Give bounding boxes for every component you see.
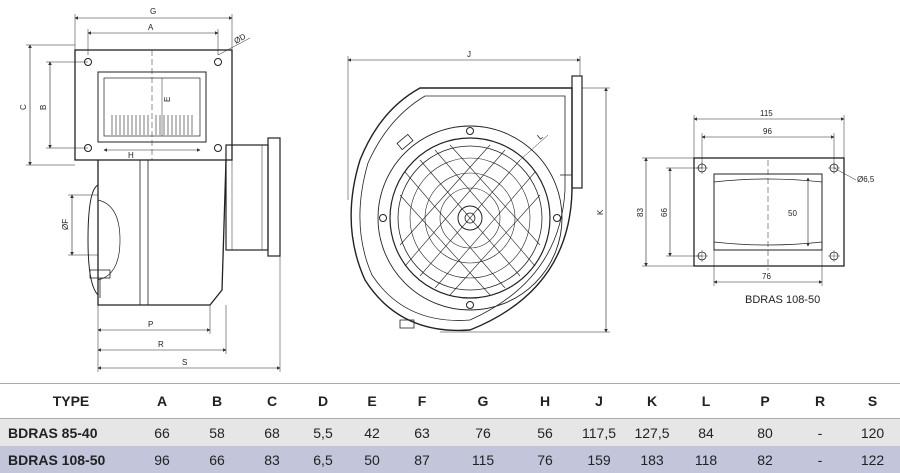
cell-type: BDRAS 108-50 bbox=[0, 446, 135, 473]
cell: 120 bbox=[845, 418, 900, 446]
header-f: F bbox=[397, 383, 447, 419]
dim-label-p: P bbox=[148, 320, 153, 329]
header-type: TYPE bbox=[0, 383, 135, 419]
header-p: P bbox=[735, 383, 795, 419]
dim-label-50: 50 bbox=[788, 209, 797, 218]
dim-label-115: 115 bbox=[760, 109, 773, 118]
cell: 76 bbox=[519, 446, 571, 473]
dim-label-76: 76 bbox=[762, 272, 771, 281]
header-l: L bbox=[677, 383, 735, 419]
front-view-labels: J K L bbox=[467, 50, 605, 215]
dim-label-h: H bbox=[128, 151, 134, 160]
dim-label-hole: Ø6,5 bbox=[857, 175, 875, 184]
header-j: J bbox=[571, 383, 627, 419]
cell: 80 bbox=[735, 418, 795, 446]
cell: 42 bbox=[347, 418, 397, 446]
cell: 115 bbox=[447, 446, 519, 473]
cell: 56 bbox=[519, 418, 571, 446]
flange-caption: BDRAS 108-50 bbox=[745, 294, 820, 306]
cell: 58 bbox=[189, 418, 245, 446]
cell: 118 bbox=[677, 446, 735, 473]
cell: 63 bbox=[397, 418, 447, 446]
cell: 122 bbox=[845, 446, 900, 473]
dim-label-l: L bbox=[536, 131, 546, 141]
cell: 117,5 bbox=[571, 418, 627, 446]
header-e: E bbox=[347, 383, 397, 419]
dim-label-g: G bbox=[150, 7, 156, 16]
table-row: BDRAS 108-50 96 66 83 6,5 50 87 115 76 1… bbox=[0, 446, 900, 473]
dim-label-k: K bbox=[596, 209, 605, 215]
specs-table: TYPE A B C D E F G H J K L P R S BDRAS 8… bbox=[0, 383, 900, 473]
table-row: BDRAS 85-40 66 58 68 5,5 42 63 76 56 117… bbox=[0, 418, 900, 446]
cell: 96 bbox=[135, 446, 189, 473]
cell: 83 bbox=[245, 446, 299, 473]
header-r: R bbox=[795, 383, 845, 419]
dim-label-f: ØF bbox=[61, 219, 70, 230]
header-g: G bbox=[447, 383, 519, 419]
dim-label-66: 66 bbox=[660, 208, 669, 217]
header-h: H bbox=[519, 383, 571, 419]
dim-label-r: R bbox=[158, 340, 164, 349]
header-a: A bbox=[135, 383, 189, 419]
cell: 87 bbox=[397, 446, 447, 473]
header-b: B bbox=[189, 383, 245, 419]
dim-label-s: S bbox=[182, 358, 187, 367]
cell: - bbox=[795, 446, 845, 473]
cell: 50 bbox=[347, 446, 397, 473]
front-view bbox=[347, 56, 610, 333]
cell: 159 bbox=[571, 446, 627, 473]
cell: 76 bbox=[447, 418, 519, 446]
cell: 82 bbox=[735, 446, 795, 473]
cell: 84 bbox=[677, 418, 735, 446]
side-view-labels: G A ØD C B E H ØF P R S bbox=[19, 7, 248, 367]
dim-label-83: 83 bbox=[636, 208, 645, 217]
cell: 66 bbox=[135, 418, 189, 446]
cell: - bbox=[795, 418, 845, 446]
header-k: K bbox=[627, 383, 677, 419]
cell: 127,5 bbox=[627, 418, 677, 446]
cell: 66 bbox=[189, 446, 245, 473]
dim-label-96: 96 bbox=[763, 127, 772, 136]
cell: 5,5 bbox=[299, 418, 347, 446]
dim-label-a: A bbox=[148, 23, 154, 32]
cell: 6,5 bbox=[299, 446, 347, 473]
dim-label-j: J bbox=[467, 50, 471, 59]
dim-label-d: ØD bbox=[233, 32, 248, 46]
cell: 68 bbox=[245, 418, 299, 446]
header-c: C bbox=[245, 383, 299, 419]
cell-type: BDRAS 85-40 bbox=[0, 418, 135, 446]
side-view bbox=[26, 14, 281, 372]
technical-drawing: G A ØD C B E H ØF P R S bbox=[19, 7, 875, 372]
dim-label-b: B bbox=[39, 105, 48, 110]
cell: 183 bbox=[627, 446, 677, 473]
flange-view-labels: 115 96 Ø6,5 83 66 50 76 BDRAS 108-50 bbox=[636, 109, 875, 306]
table-header-row: TYPE A B C D E F G H J K L P R S bbox=[0, 383, 900, 419]
header-d: D bbox=[299, 383, 347, 419]
header-s: S bbox=[845, 383, 900, 419]
dim-label-e: E bbox=[163, 97, 172, 102]
flange-view bbox=[642, 115, 857, 286]
dim-label-c: C bbox=[19, 104, 28, 110]
